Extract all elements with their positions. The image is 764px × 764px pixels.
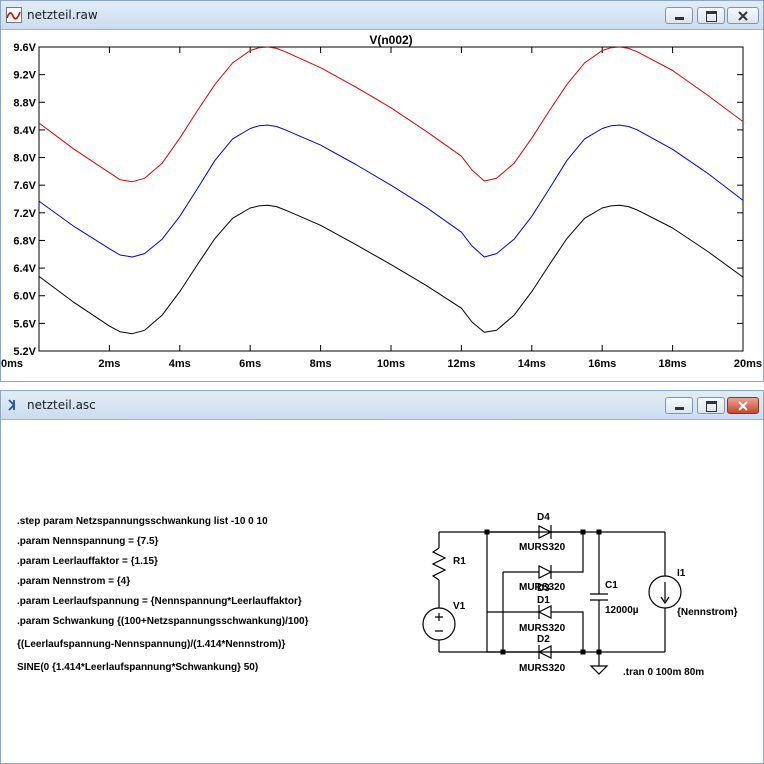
y-tick-label: 8.8V	[13, 97, 36, 109]
junctions	[484, 529, 602, 655]
y-tick-label: 7.6V	[13, 180, 36, 192]
spice-directive-leerlauffaktor[interactable]: .param Leerlauffaktor = {1.15}	[17, 556, 158, 567]
schematic-pane[interactable]: .step param Netzspannungsschwankung list…	[1, 420, 763, 763]
y-tick-label: 6.4V	[13, 263, 36, 275]
maximize-icon	[706, 401, 717, 412]
d2-label[interactable]: D2	[537, 634, 550, 645]
x-tick-label: 16ms	[588, 358, 616, 370]
diode-d2-symbol[interactable]	[533, 645, 553, 659]
d4-label[interactable]: D4	[537, 512, 550, 523]
junction-dot	[484, 529, 490, 535]
x-tick-label: 20ms	[734, 358, 762, 370]
ground-symbol[interactable]	[589, 665, 609, 675]
minimize-button[interactable]	[665, 7, 693, 24]
trace-line-2[interactable]	[38, 124, 744, 258]
resistor-value-expression[interactable]: {(Leerlaufspannung-Nennspannung)/(1.414*…	[17, 639, 286, 650]
y-tick-label: 9.2V	[13, 70, 36, 82]
maximize-button[interactable]	[697, 7, 725, 24]
spice-directive-schwankung[interactable]: .param Schwankung {(100+Netzspannungssch…	[17, 616, 309, 627]
x-tick-label: 10ms	[377, 358, 405, 370]
y-tick-label: 7.2V	[13, 208, 36, 220]
d3-model-text[interactable]: MURS320	[519, 582, 566, 593]
plot-frame	[38, 46, 744, 352]
spice-directive-leerlaufspannung[interactable]: .param Leerlaufspannung = {Nennspannung*…	[17, 596, 302, 607]
waveform-titlebar[interactable]: netzteil.raw	[1, 1, 763, 30]
x-tick-label: 2ms	[98, 358, 120, 370]
maximize-icon	[706, 11, 717, 22]
d4-model-label[interactable]: MURS320	[519, 542, 566, 553]
v1-label[interactable]: V1	[453, 601, 466, 612]
y-tick-label: 8.0V	[13, 153, 36, 165]
diode-d3-symbol[interactable]	[533, 565, 553, 579]
spice-directive-nennstrom[interactable]: .param Nennstrom = {4}	[17, 576, 131, 587]
schematic-titlebar[interactable]: netzteil.asc	[1, 391, 763, 420]
junction-dot	[580, 649, 586, 655]
x-tick-label: 0ms	[1, 358, 23, 370]
plot-pane[interactable]: V(n002) 5.2V 5.6V 6.0V 6.4V 6.8V 7.2V 7.6V 8.0V 8…	[1, 30, 763, 381]
y-tick-label: 6.8V	[13, 235, 36, 247]
plot-title: V(n002)	[369, 33, 412, 47]
y-tick-label: 5.6V	[13, 318, 36, 330]
x-tick-label: 14ms	[518, 358, 546, 370]
i1-value-label[interactable]: {Nennstrom}	[677, 607, 738, 618]
diode-d4-symbol[interactable]	[533, 525, 553, 539]
voltage-source-v1-symbol[interactable]	[422, 607, 456, 641]
minimize-icon	[675, 407, 684, 410]
minimize-icon	[675, 17, 684, 20]
y-tick-label: 6.0V	[13, 291, 36, 303]
y-tick-label: 5.2V	[13, 346, 36, 358]
waveform-icon	[6, 7, 22, 23]
y-tick-label: 9.6V	[13, 42, 36, 54]
junction-dot	[596, 529, 602, 535]
minimize-button[interactable]	[665, 397, 693, 414]
junction-dot	[580, 529, 586, 535]
d1-label[interactable]: D1	[537, 595, 550, 606]
capacitor-c1-symbol[interactable]	[590, 593, 608, 601]
junction-dot	[596, 649, 602, 655]
d3-label[interactable]: D3	[537, 583, 550, 594]
close-icon	[738, 401, 748, 411]
close-icon	[738, 11, 748, 21]
waveform-plot[interactable]: V(n002) 5.2V 5.6V 6.0V 6.4V 6.8V 7.2V 7.6V 8.0V 8…	[1, 30, 763, 382]
close-button[interactable]	[727, 7, 759, 24]
waveform-window: netzteil.raw V(n002) 5.2V 5.6V 6.0V 6.4V 6.8V…	[0, 0, 764, 382]
source-value-expression[interactable]: SINE(0 {1.414*Leerlaufspannung*Schwankun…	[17, 662, 259, 673]
x-tick-label: 18ms	[659, 358, 687, 370]
schematic-window-title: netzteil.asc	[27, 398, 96, 412]
trace-line-1[interactable]	[38, 46, 744, 183]
x-tick-label: 8ms	[310, 358, 332, 370]
current-source-i1-symbol[interactable]	[648, 575, 682, 609]
junction-dot	[500, 649, 506, 655]
maximize-button[interactable]	[697, 397, 725, 414]
x-tick-label: 6ms	[239, 358, 261, 370]
y-tick-label: 8.4V	[13, 125, 36, 137]
schematic-icon	[8, 399, 16, 411]
x-tick-label: 12ms	[447, 358, 475, 370]
d1-model-label[interactable]: MURS320	[519, 623, 566, 634]
d2-model-label[interactable]: MURS320	[519, 663, 566, 674]
c1-value-label[interactable]: 12000µ	[605, 605, 639, 616]
spice-directive-nennspannung[interactable]: .param Nennspannung = {7.5}	[17, 536, 159, 547]
diode-d1-symbol[interactable]	[533, 605, 553, 619]
i1-label[interactable]: I1	[677, 568, 686, 579]
close-button[interactable]	[727, 397, 759, 414]
tran-directive[interactable]: .tran 0 100m 80m	[623, 667, 704, 678]
spice-directive-step[interactable]: .step param Netzspannungsschwankung list…	[17, 516, 268, 527]
c1-label[interactable]: C1	[605, 580, 618, 591]
schematic-window: netzteil.asc .step param Netzspannungssc…	[0, 390, 764, 764]
x-tick-label: 4ms	[169, 358, 191, 370]
schematic-canvas[interactable]: R1 V1 D4 MURS320 D3 MURS320 MURS320 D1 M…	[1, 420, 763, 764]
trace-line-3[interactable]	[38, 204, 744, 335]
r1-label[interactable]: R1	[453, 556, 466, 567]
waveform-window-title: netzteil.raw	[27, 8, 98, 22]
